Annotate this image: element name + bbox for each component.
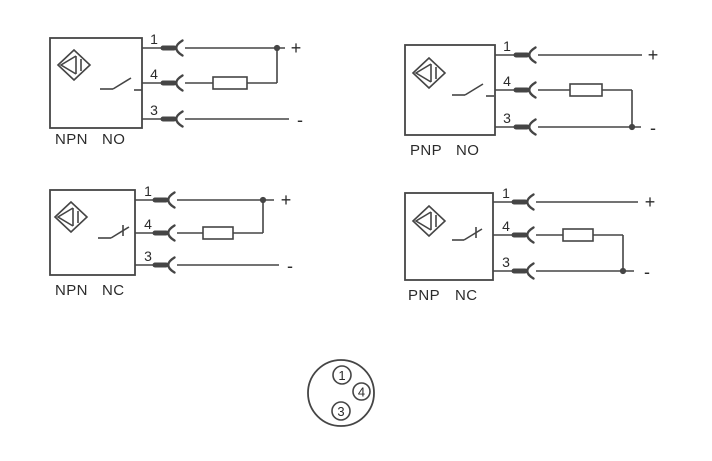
load-resistor bbox=[569, 83, 603, 97]
pin-number: 3 bbox=[503, 110, 511, 126]
connector-pinout: 1 4 3 bbox=[307, 359, 375, 427]
connector-face bbox=[307, 359, 375, 427]
pin-4-wire: 4 bbox=[495, 73, 633, 127]
plug-icon bbox=[516, 120, 536, 135]
connector-pin-3-circle bbox=[331, 401, 351, 421]
switch-blade bbox=[110, 226, 130, 239]
pin-number: 4 bbox=[144, 216, 152, 232]
plug-icon bbox=[516, 48, 536, 63]
pin-number: 1 bbox=[502, 185, 510, 201]
sensor-box bbox=[404, 44, 496, 136]
pin-1-wire: 1 + bbox=[493, 185, 655, 212]
pin-number: 4 bbox=[150, 66, 158, 82]
plug-icon bbox=[155, 226, 175, 241]
polarity-plus: + bbox=[291, 38, 302, 58]
plug-icon bbox=[514, 195, 534, 210]
sensor-diamond bbox=[56, 48, 92, 82]
pin-number: 4 bbox=[503, 73, 511, 89]
switch-nc-icon bbox=[98, 225, 130, 239]
connector-pin-4-circle bbox=[352, 382, 371, 401]
sensor-diamond bbox=[53, 200, 89, 234]
junction-dot bbox=[619, 267, 627, 275]
pin-number: 3 bbox=[144, 248, 152, 264]
polarity-plus: + bbox=[648, 45, 659, 65]
plug-icon bbox=[163, 112, 183, 127]
load-resistor bbox=[202, 226, 234, 240]
sensor-symbol-icon bbox=[411, 56, 447, 90]
polarity-plus: + bbox=[281, 190, 292, 210]
plug-icon bbox=[516, 83, 536, 98]
junction-dot bbox=[628, 123, 636, 131]
diagram-contact-label: NC bbox=[455, 287, 477, 304]
plug-icon bbox=[155, 193, 175, 208]
diagram-type-label: NPN bbox=[55, 131, 88, 148]
diagram-type-label: PNP bbox=[408, 287, 440, 304]
sensor-diamond bbox=[411, 56, 447, 90]
polarity-minus: - bbox=[287, 256, 293, 276]
polarity-minus: - bbox=[297, 110, 303, 130]
diagram-pnp-no: 1 + 4 3 - PNP NO bbox=[404, 38, 658, 159]
pin-4-wire: 4 bbox=[493, 218, 624, 271]
sensor-symbol-icon bbox=[56, 48, 92, 82]
plug-icon bbox=[163, 41, 183, 56]
pin-number: 3 bbox=[150, 102, 158, 118]
pin-number: 1 bbox=[144, 183, 152, 199]
connector-pin-number: 4 bbox=[358, 385, 365, 400]
pin-4-wire: 4 bbox=[142, 48, 278, 91]
plug-icon bbox=[514, 264, 534, 279]
diagram-contact-label: NO bbox=[456, 142, 479, 159]
diagram-pnp-nc: 1 + 4 3 - PNP NC bbox=[404, 185, 655, 304]
sensor-triangle bbox=[56, 207, 74, 227]
pin-1-wire: 1 + bbox=[135, 183, 291, 210]
diagram-type-label: PNP bbox=[410, 142, 442, 159]
diagram-contact-label: NC bbox=[102, 282, 124, 299]
pin-1-wire: 1 + bbox=[495, 38, 658, 65]
pin-3-wire: 3 - bbox=[493, 254, 650, 282]
switch-blade bbox=[112, 77, 132, 90]
pin-number: 1 bbox=[503, 38, 511, 54]
switch-nc-icon bbox=[452, 227, 483, 241]
plug-icon bbox=[514, 228, 534, 243]
pin-4-wire: 4 bbox=[135, 200, 264, 241]
load-resistor bbox=[212, 76, 248, 90]
switch-no-icon bbox=[452, 83, 494, 97]
diagram-contact-label: NO bbox=[102, 131, 125, 148]
diagram-npn-nc: 1 + 4 3 - NPN NC bbox=[49, 183, 293, 299]
pin-3-wire: 3 - bbox=[142, 102, 303, 130]
pin-3-wire: 3 - bbox=[495, 110, 656, 138]
polarity-minus: - bbox=[650, 118, 656, 138]
load-resistor bbox=[562, 228, 594, 242]
sensor-box bbox=[49, 37, 143, 129]
switch-blade bbox=[463, 228, 483, 241]
sensor-triangle bbox=[59, 55, 77, 75]
plug-icon bbox=[163, 76, 183, 91]
switch-blade bbox=[464, 83, 484, 96]
plug-icon bbox=[155, 258, 175, 273]
diagram-npn-no: 1 + 4 3 - NPN NO bbox=[49, 31, 303, 148]
connector-pin-number: 1 bbox=[338, 368, 345, 383]
sensor-triangle bbox=[414, 211, 432, 231]
sensor-triangle bbox=[414, 63, 432, 83]
connector-pin-1-circle bbox=[332, 365, 352, 385]
diagram-type-label: NPN bbox=[55, 282, 88, 299]
sensor-symbol-icon bbox=[411, 204, 447, 238]
pin-number: 4 bbox=[502, 218, 510, 234]
sensor-box bbox=[404, 192, 494, 281]
connector-pin-number: 3 bbox=[337, 404, 344, 419]
pin-3-wire: 3 - bbox=[135, 248, 293, 276]
pin-number: 1 bbox=[150, 31, 158, 47]
pin-number: 3 bbox=[502, 254, 510, 270]
polarity-minus: - bbox=[644, 262, 650, 282]
sensor-symbol-icon bbox=[53, 200, 89, 234]
sensor-diamond bbox=[411, 204, 447, 238]
switch-no-icon bbox=[100, 77, 142, 91]
polarity-plus: + bbox=[645, 192, 656, 212]
